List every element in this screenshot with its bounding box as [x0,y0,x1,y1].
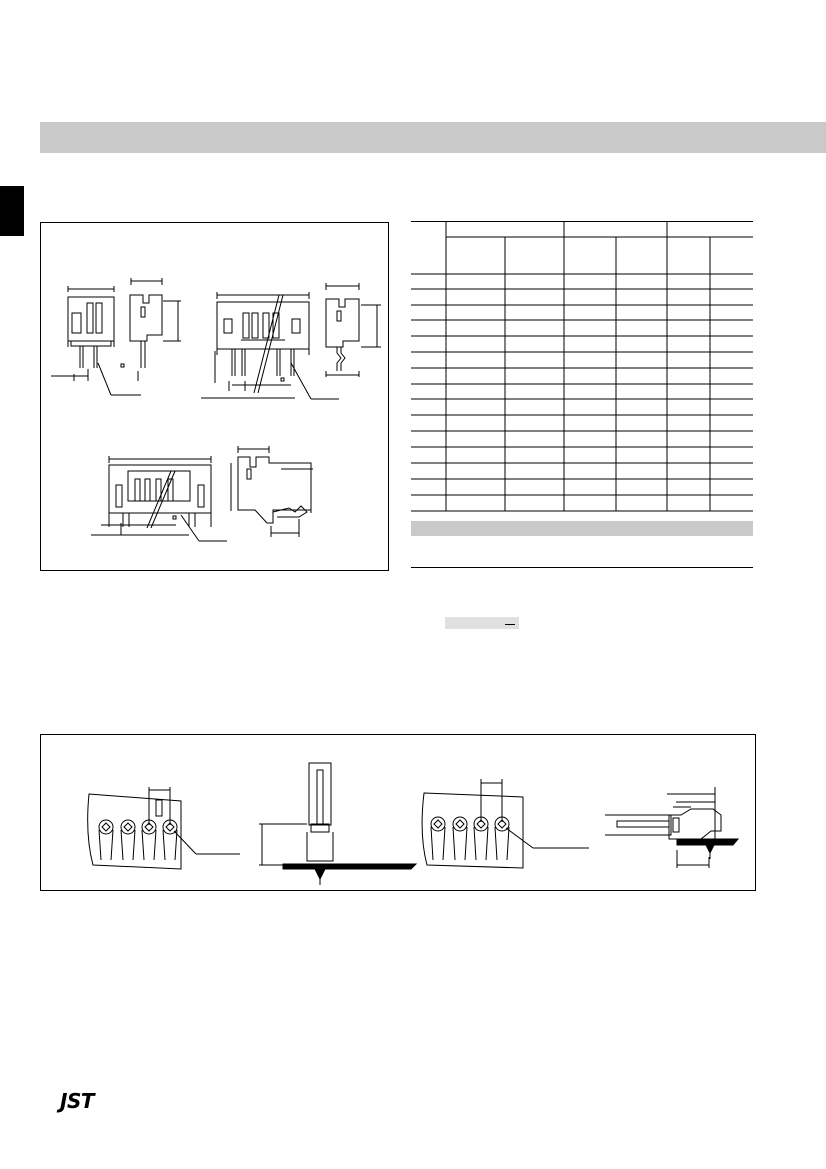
note-highlight-box [445,617,519,629]
spec-table [411,221,753,514]
section-side-tab [0,186,24,236]
drawing-multipin-front [201,292,339,399]
pcb-layout-top-entry [88,787,240,869]
section-header-band [40,122,826,153]
drawing-multipin-side [326,283,381,377]
pad-row [431,817,509,860]
drawing-2pin-front [51,286,141,395]
drawing-right-angle-front [91,456,227,541]
connector-drawings-panel [40,222,389,571]
pcb-layout-right-angle [422,779,589,868]
table-footer-rule [411,567,753,568]
table-row-rules [411,289,753,511]
drawing-2pin-side [121,278,181,381]
pcb-layout-panel [40,734,756,891]
pcb-section-right-angle [605,787,738,868]
jst-logo: JST [60,1089,95,1113]
note-underline [505,624,515,625]
drawing-right-angle-side [231,446,313,537]
table-footer-band [411,521,753,536]
pcb-section-top-entry [259,763,416,885]
pad-row [99,820,177,860]
